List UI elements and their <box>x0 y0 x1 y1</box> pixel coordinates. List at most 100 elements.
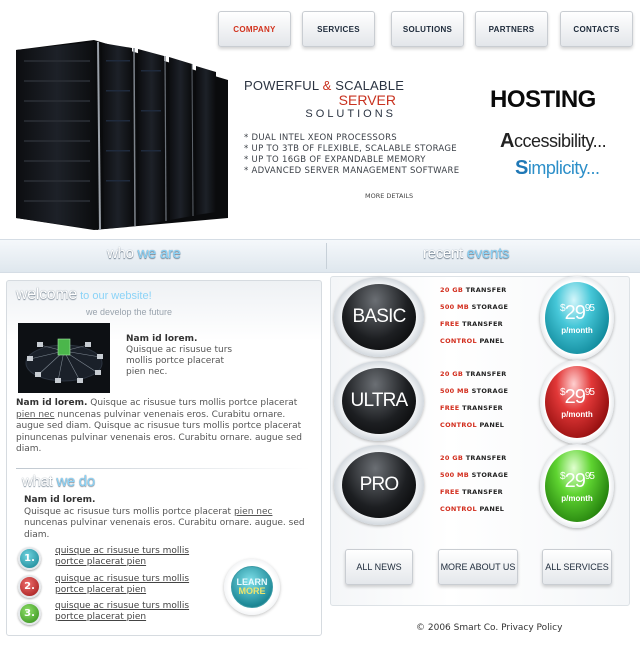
list-item-link-2[interactable]: quisque ac risusue turs mollis portce pl… <box>55 574 190 595</box>
spec-value: 20 GB <box>440 286 464 294</box>
spec-label: STORAGE <box>471 471 509 479</box>
spec-label: STORAGE <box>471 387 509 395</box>
access-rest: ccessibility... <box>513 131 607 151</box>
price-period: p/month <box>561 493 593 503</box>
spec-label: PANEL <box>479 421 505 429</box>
spec-value: FREE <box>440 488 460 496</box>
plan-pro-oval: PRO <box>334 445 424 525</box>
recent-text: recent <box>423 245 467 262</box>
events-text: events <box>466 245 510 262</box>
server-racks-image <box>16 40 228 230</box>
plan-ultra-specs: 20 GB TRANSFER 500 MB STORAGE FREE TRANS… <box>440 366 508 434</box>
simplicity-text: Simplicity... <box>515 157 600 180</box>
intro-body: Quisque ac risusue turs mollis portce pl… <box>126 345 233 377</box>
plan-basic-button[interactable]: BASIC <box>342 284 416 350</box>
tag-server: SERVER <box>338 92 396 108</box>
price-cents: 95 <box>584 470 595 482</box>
spec-label: TRANSFER <box>462 488 503 496</box>
tag-amp: & <box>318 78 336 93</box>
who-text: who <box>107 245 138 262</box>
all-services-button[interactable]: ALL SERVICES <box>542 549 612 585</box>
welcome-title: welcome <box>16 286 78 303</box>
spec-value: 20 GB <box>440 370 464 378</box>
para-link[interactable]: pien nec <box>16 409 55 420</box>
tag-scalable: SCALABLE <box>335 78 405 93</box>
what-we-do-text: Nam id lorem.Quisque ac risusue turs mol… <box>24 495 308 541</box>
spec-label: TRANSFER <box>462 404 503 412</box>
welcome-heading: welcome to our website! <box>16 286 152 304</box>
hero-tagline: POWERFUL & SCALABLE SERVER SOLUTIONS <box>244 78 474 120</box>
tag-powerful: POWERFUL <box>244 78 319 93</box>
top-nav: COMPANY SERVICES SOLUTIONS PARTNERS CONT… <box>216 11 636 49</box>
spec-value: 500 MB <box>440 303 470 311</box>
spec-label: TRANSFER <box>465 454 507 462</box>
tagline-powerful-scalable: POWERFUL & SCALABLE <box>244 78 474 93</box>
plan-ultra-price[interactable]: $2995 p/month <box>545 366 609 438</box>
number-badge-1: 1. <box>18 547 41 570</box>
section-divider <box>16 468 310 469</box>
spec-label: PANEL <box>479 505 505 513</box>
price-amount: $2995 <box>560 385 595 409</box>
what-body: Quisque ac risusue turs mollis portce pl… <box>24 506 234 517</box>
band-divider <box>326 243 327 269</box>
nav-company-button[interactable]: COMPANY <box>218 11 291 47</box>
intro-bold: Nam id lorem. <box>126 334 198 344</box>
access-initial: A <box>500 130 514 152</box>
list-item-link-3[interactable]: quisque ac risusue turs mollis portce pl… <box>55 601 190 622</box>
more-label: MORE <box>238 586 266 596</box>
accessibility-text: Accessibility... <box>500 130 607 153</box>
para-bold: Nam id lorem. <box>16 398 88 408</box>
spec-label: TRANSFER <box>465 370 507 378</box>
spec-value: CONTROL <box>440 337 477 345</box>
all-news-button[interactable]: ALL NEWS <box>345 549 413 585</box>
learn-more-button[interactable]: LEARN MORE <box>224 559 280 615</box>
price-cents: 95 <box>584 386 595 398</box>
privacy-policy-link[interactable]: Privacy Policy <box>501 623 563 633</box>
price-dollar: $ <box>560 386 565 398</box>
plan-pro-price[interactable]: $2995 p/month <box>545 450 609 522</box>
what-link[interactable]: pien nec <box>233 506 273 517</box>
welcome-paragraph: Nam id lorem. Quisque ac risusue turs mo… <box>16 398 312 456</box>
learn-more-badge: LEARN MORE <box>231 566 273 608</box>
what-body: nuncenas pulvinar venenais eros. Curabit… <box>24 518 305 540</box>
tag-solutions: SOLUTIONS <box>305 108 396 120</box>
what-text: what <box>22 473 57 490</box>
price-amount: $2995 <box>560 301 595 325</box>
spec-value: 500 MB <box>440 387 470 395</box>
more-about-us-button[interactable]: MORE ABOUT US <box>438 549 518 585</box>
price-dollar: $ <box>560 302 565 314</box>
feature-item: * DUAL INTEL XEON PROCESSORS <box>244 133 397 143</box>
plan-basic-oval: BASIC <box>334 277 424 357</box>
price-period: p/month <box>561 409 593 419</box>
what-bold: Nam id lorem. <box>24 495 96 505</box>
more-details-link[interactable]: MORE DETAILS <box>365 192 414 200</box>
section-band <box>0 239 640 273</box>
spec-value: 500 MB <box>440 471 470 479</box>
plan-pro-button[interactable]: PRO <box>342 452 416 518</box>
network-image <box>18 323 110 393</box>
plan-ultra-button[interactable]: ULTRA <box>342 368 416 434</box>
price-main: 29 <box>564 385 586 408</box>
footer: © 2006 Smart Co. Privacy Policy <box>416 623 562 633</box>
spec-label: STORAGE <box>471 303 509 311</box>
price-dollar: $ <box>560 470 565 482</box>
who-we-are-heading: who we are <box>107 245 181 262</box>
spec-value: FREE <box>440 404 460 412</box>
nav-contacts-button[interactable]: CONTACTS <box>560 11 633 47</box>
plan-ultra-price-ring: $2995 p/month <box>540 360 614 444</box>
price-cents: 95 <box>584 302 595 314</box>
copyright-text: © 2006 Smart Co. <box>416 623 499 633</box>
spec-value: CONTROL <box>440 505 477 513</box>
price-main: 29 <box>564 301 586 324</box>
learn-label: LEARN <box>236 577 268 587</box>
plan-basic-specs: 20 GB TRANSFER 500 MB STORAGE FREE TRANS… <box>440 282 508 350</box>
price-main: 29 <box>564 469 586 492</box>
plan-basic-price[interactable]: $2995 p/month <box>545 282 609 354</box>
spec-value: 20 GB <box>440 454 464 462</box>
welcome-subtitle: to our website! <box>77 290 152 302</box>
nav-solutions-button[interactable]: SOLUTIONS <box>391 11 464 47</box>
list-item-link-1[interactable]: quisque ac risusue turs mollis portce pl… <box>55 546 190 567</box>
nav-partners-button[interactable]: PARTNERS <box>475 11 548 47</box>
nav-services-button[interactable]: SERVICES <box>302 11 375 47</box>
feature-item: * ADVANCED SERVER MANAGEMENT SOFTWARE <box>244 166 460 176</box>
